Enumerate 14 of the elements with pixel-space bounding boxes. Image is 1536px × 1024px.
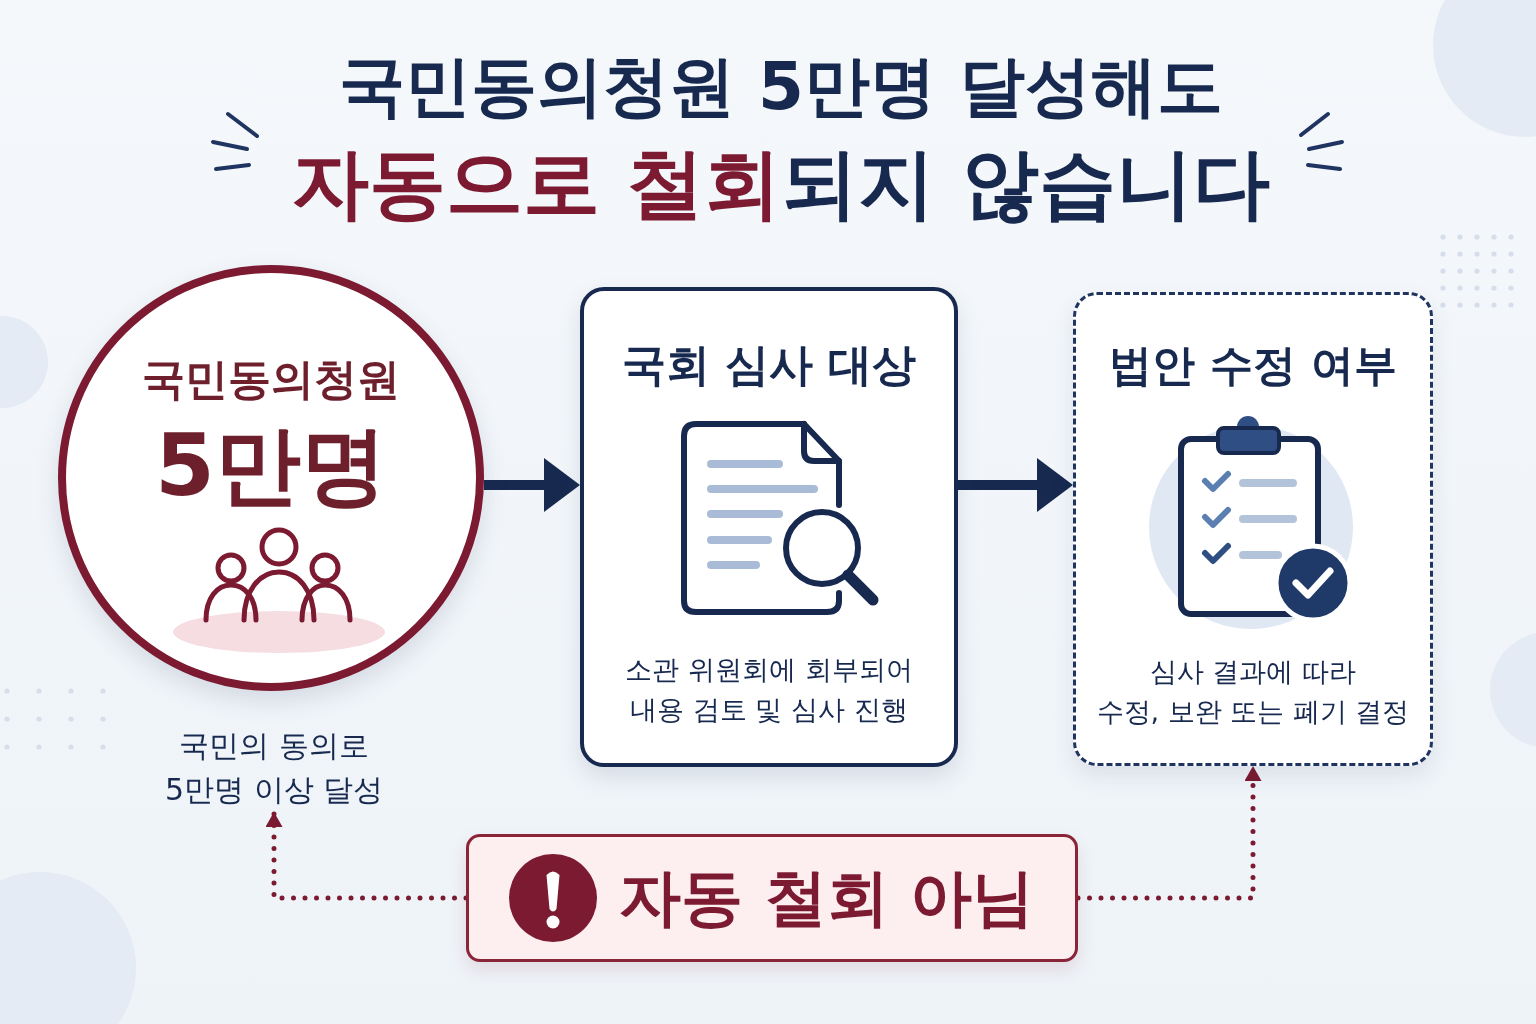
count-number: 5만명 bbox=[155, 417, 387, 513]
box-heading: 국회 심사 대상 bbox=[621, 338, 917, 392]
box-description: 심사 결과에 따라 수정, 보완 또는 폐기 결정 bbox=[1095, 655, 1411, 729]
arrow bbox=[483, 458, 580, 512]
dashed-step-box bbox=[1073, 292, 1433, 766]
box-heading: 법안 수정 여부 bbox=[1109, 339, 1397, 392]
alert-banner bbox=[466, 834, 1078, 962]
caption-text: 국민의 동의로 5만명 이상 달성 bbox=[149, 724, 399, 812]
title: 국민동의청원 5만명 달성해도 자동으로 철회되지 않습니다 bbox=[291, 47, 1271, 230]
step-box bbox=[580, 287, 958, 767]
alert-text: 자동 철회 아님 bbox=[619, 862, 1035, 934]
circle-heading: 국민동의청원 bbox=[142, 353, 400, 405]
box-description: 소관 위원회에 회부되어 내용 검토 및 심사 진행 bbox=[624, 653, 914, 727]
arrow bbox=[958, 458, 1073, 512]
